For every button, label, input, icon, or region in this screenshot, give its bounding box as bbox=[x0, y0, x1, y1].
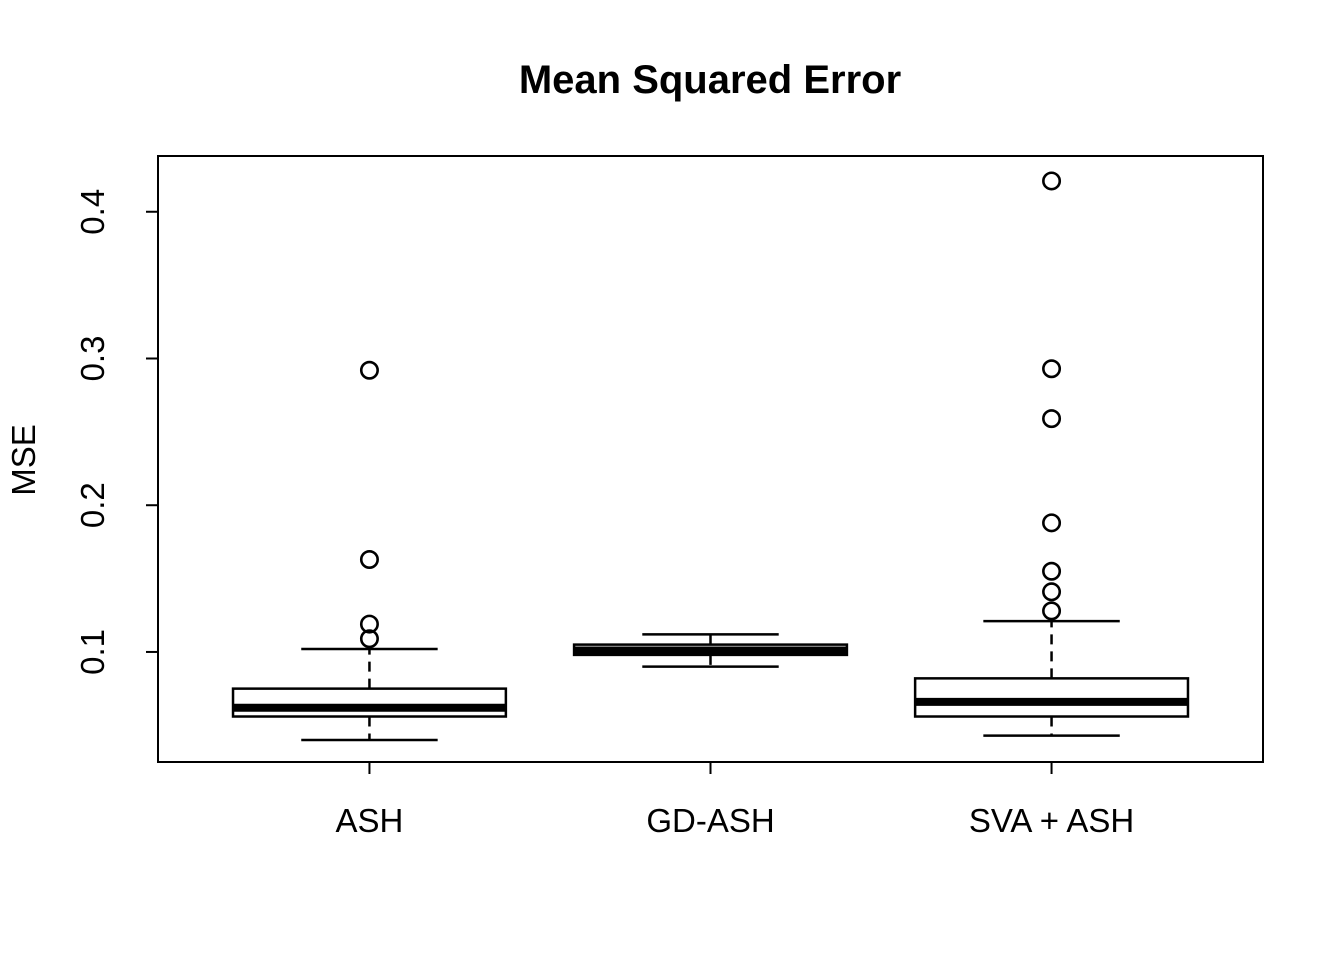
x-axis: ASH GD-ASH SVA + ASH bbox=[336, 762, 1134, 839]
plot-area-border bbox=[157, 155, 1264, 763]
outlier-point bbox=[359, 614, 379, 634]
y-tick-label: 0.2 bbox=[74, 482, 111, 528]
boxplots bbox=[231, 171, 1190, 742]
chart-title: Mean Squared Error bbox=[519, 58, 901, 102]
y-tick-label: 0.4 bbox=[74, 189, 111, 235]
outlier-point bbox=[1042, 409, 1062, 429]
outlier-point bbox=[359, 360, 379, 380]
x-tick-label: GD-ASH bbox=[646, 802, 774, 839]
boxplot-group-gd-ash bbox=[572, 633, 849, 668]
outlier-point bbox=[1042, 601, 1062, 621]
x-tick-label: ASH bbox=[336, 802, 404, 839]
boxplot-group-ash bbox=[231, 360, 508, 742]
outlier-point bbox=[1042, 513, 1062, 533]
outlier-point bbox=[1042, 359, 1062, 379]
outlier-point bbox=[359, 550, 379, 570]
y-axis-title: MSE bbox=[5, 424, 42, 496]
y-tick-label: 0.1 bbox=[74, 629, 111, 675]
iqr-box bbox=[913, 677, 1190, 718]
outlier-point bbox=[359, 629, 379, 649]
iqr-box bbox=[231, 687, 508, 718]
y-axis: 0.1 0.2 0.3 0.4 bbox=[74, 189, 158, 675]
outlier-point bbox=[1042, 561, 1062, 581]
y-tick-label: 0.3 bbox=[74, 336, 111, 382]
outlier-point bbox=[1042, 171, 1062, 191]
x-tick-label: SVA + ASH bbox=[969, 802, 1134, 839]
boxplot-group-sva-ash bbox=[913, 171, 1190, 737]
outlier-point bbox=[1042, 582, 1062, 602]
